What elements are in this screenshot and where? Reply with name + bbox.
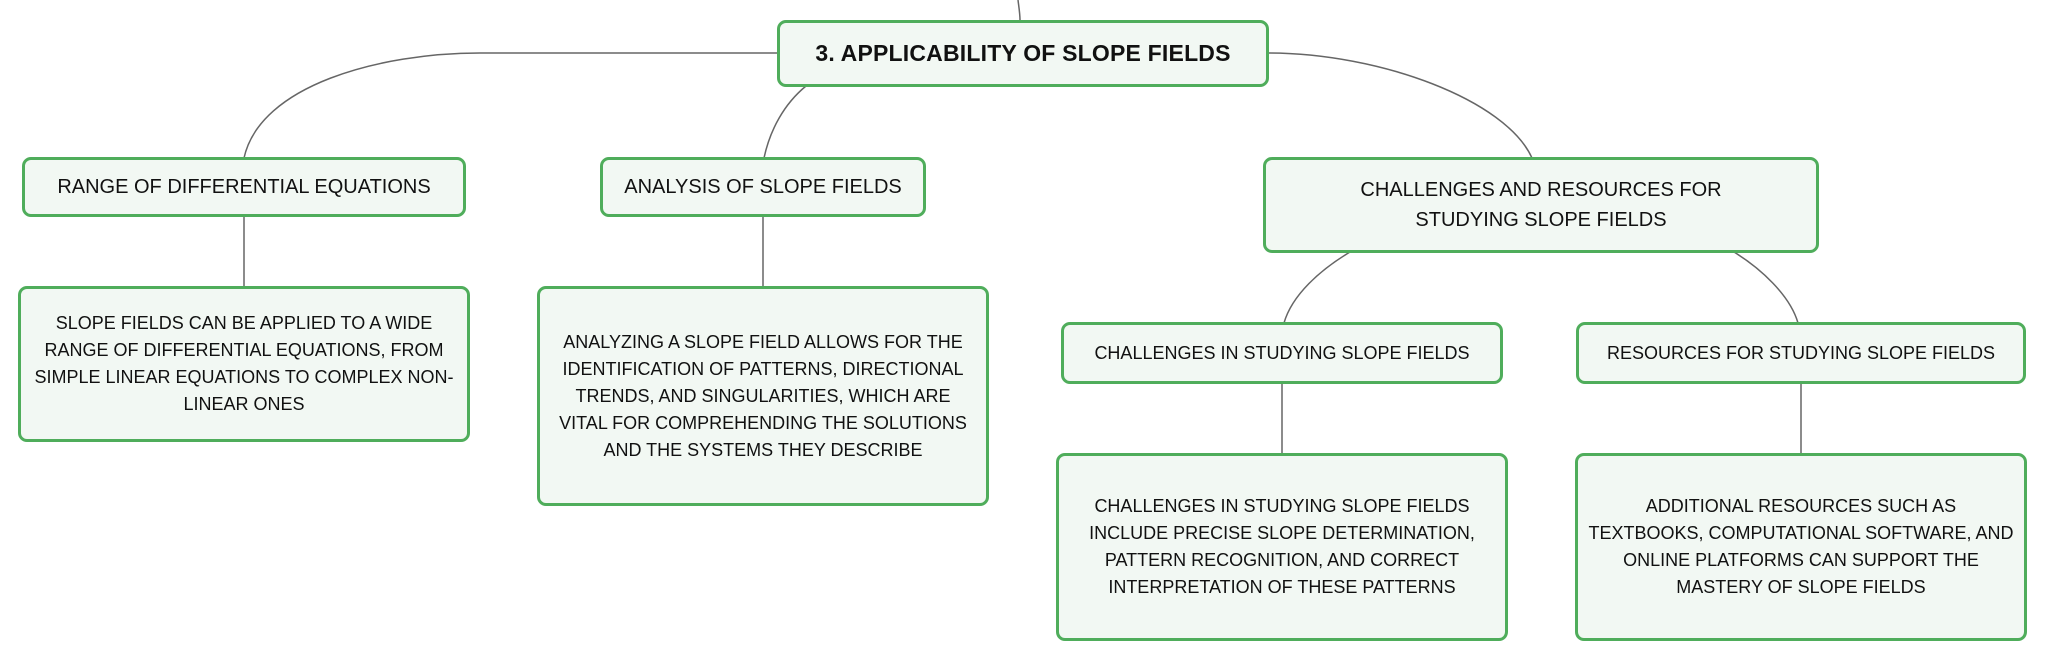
challenges-node-label: CHALLENGES IN STUDYING SLOPE FIELDS	[1094, 342, 1470, 363]
challenges-detail-text: CHALLENGES IN STUDYING SLOPE FIELDS INCL…	[1089, 496, 1475, 597]
connector-root-to-range	[243, 52, 778, 159]
range-node[interactable]: RANGE OF DIFFERENTIAL EQUATIONS	[22, 157, 466, 217]
challenges-detail-node[interactable]: CHALLENGES IN STUDYING SLOPE FIELDS INCL…	[1056, 453, 1508, 641]
root-node-label: 3. APPLICABILITY OF SLOPE FIELDS	[815, 40, 1231, 66]
analysis-node[interactable]: ANALYSIS OF SLOPE FIELDS	[600, 157, 926, 217]
range-detail-text: SLOPE FIELDS CAN BE APPLIED TO A WIDE RA…	[34, 313, 454, 414]
analysis-detail-text: ANALYZING A SLOPE FIELD ALLOWS FOR THE I…	[559, 331, 967, 460]
analysis-node-label: ANALYSIS OF SLOPE FIELDS	[624, 176, 902, 198]
challenges-resources-node-label: CHALLENGES AND RESOURCES FOR STUDYING SL…	[1360, 179, 1722, 231]
resources-node[interactable]: RESOURCES FOR STUDYING SLOPE FIELDS	[1576, 322, 2026, 384]
analysis-detail-node[interactable]: ANALYZING A SLOPE FIELD ALLOWS FOR THE I…	[537, 286, 989, 506]
challenges-node[interactable]: CHALLENGES IN STUDYING SLOPE FIELDS	[1061, 322, 1503, 384]
range-detail-node[interactable]: SLOPE FIELDS CAN BE APPLIED TO A WIDE RA…	[18, 286, 470, 442]
challenges-resources-node[interactable]: CHALLENGES AND RESOURCES FOR STUDYING SL…	[1263, 157, 1819, 253]
resources-detail-node[interactable]: ADDITIONAL RESOURCES SUCH AS TEXTBOOKS, …	[1575, 453, 2027, 641]
connector-root-to-analysis	[763, 85, 807, 159]
resources-detail-text: ADDITIONAL RESOURCES SUCH AS TEXTBOOKS, …	[1588, 496, 2014, 597]
connector-parent-to-root	[1017, 0, 1021, 21]
range-node-label: RANGE OF DIFFERENTIAL EQUATIONS	[57, 176, 431, 198]
connector-root-to-challenges-resources	[1267, 52, 1533, 159]
connector-cr-to-resources	[1733, 251, 1799, 324]
root-node[interactable]: 3. APPLICABILITY OF SLOPE FIELDS	[777, 20, 1269, 87]
connector-cr-to-challenges	[1283, 251, 1351, 324]
resources-node-label: RESOURCES FOR STUDYING SLOPE FIELDS	[1606, 342, 1996, 363]
